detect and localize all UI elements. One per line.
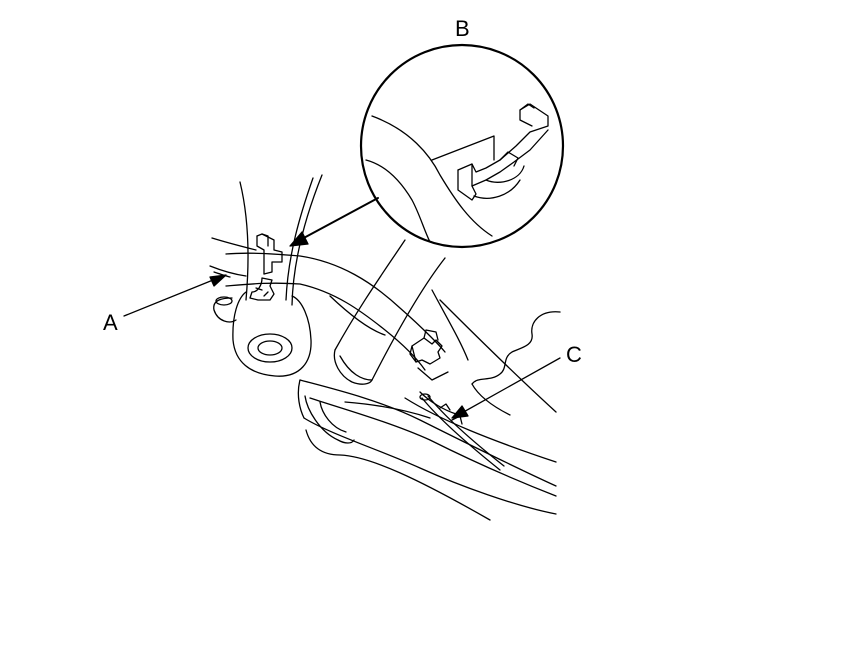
callout-a: A bbox=[103, 310, 118, 335]
sensor-connector bbox=[409, 329, 449, 381]
arrowheads bbox=[209, 231, 469, 419]
callout-b: B bbox=[455, 16, 470, 41]
inclined-arm bbox=[333, 239, 446, 385]
lower-bracket bbox=[213, 291, 312, 377]
bracket-clip-a bbox=[249, 233, 283, 301]
callout-c: C bbox=[566, 342, 582, 367]
lower-frame bbox=[297, 289, 557, 521]
leader-lines bbox=[123, 197, 561, 415]
horizontal-tube bbox=[209, 237, 446, 371]
vertical-post bbox=[239, 174, 323, 306]
detail-circle-b bbox=[359, 43, 565, 249]
